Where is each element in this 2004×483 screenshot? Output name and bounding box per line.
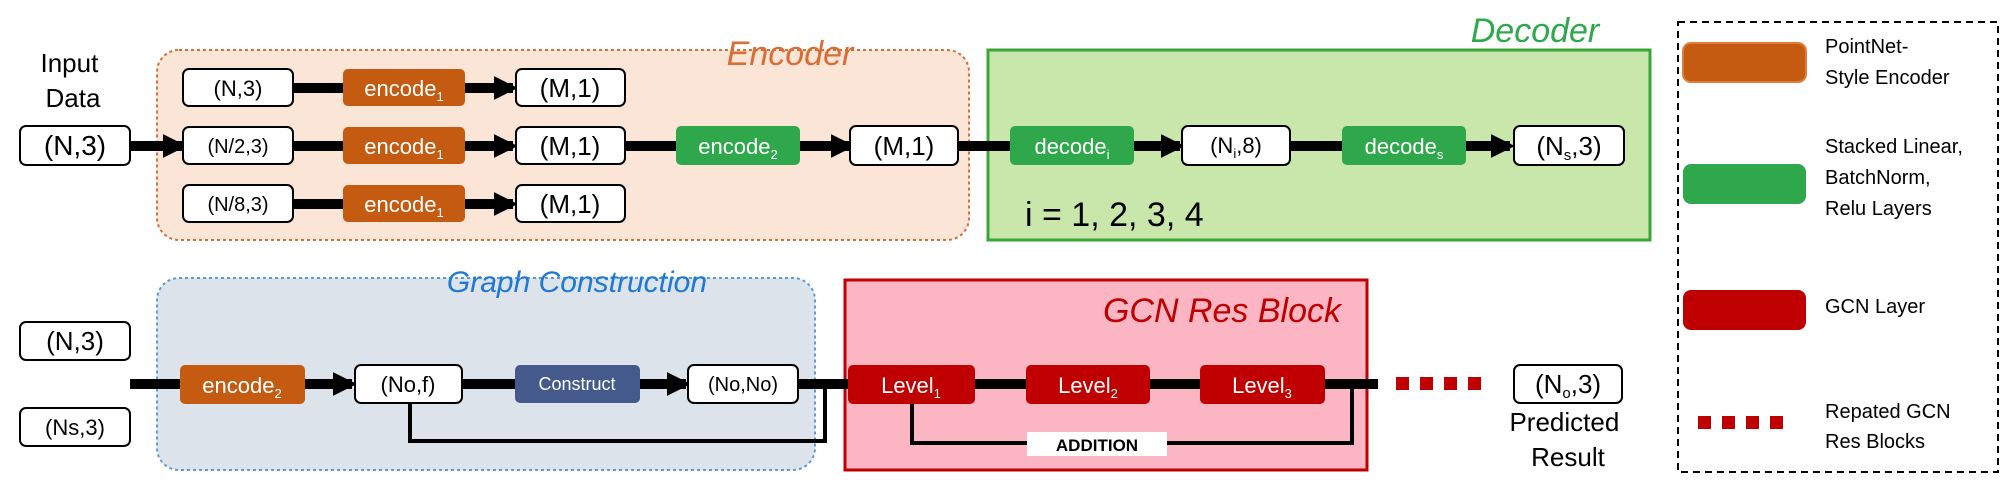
svg-text:decodei: decodei	[1034, 134, 1109, 162]
decoder-output-node: (Ns,3)	[1513, 125, 1625, 166]
svg-text:decodes: decodes	[1365, 134, 1444, 162]
construct-block: Construct	[515, 365, 640, 403]
input-node: (N,3)	[19, 125, 131, 166]
svg-text:Level1: Level1	[881, 373, 941, 401]
legend-item-dense: Stacked Linear, BatchNorm, Relu Layers	[1683, 136, 1968, 220]
svg-text:encode2: encode2	[202, 373, 281, 401]
svg-text:(N/8,3): (N/8,3)	[207, 194, 268, 216]
svg-text:ADDITION: ADDITION	[1056, 436, 1138, 455]
encoder-row-3: (N/8,3) encode1 (M,1)	[182, 184, 626, 223]
gcn-level-3: Level3	[1200, 365, 1325, 404]
decode-i-block: decodei	[1010, 126, 1134, 165]
svg-text:(No,3): (No,3)	[1535, 369, 1601, 402]
svg-text:(N/2,3): (N/2,3)	[207, 136, 268, 158]
latent-node: (M,1)	[849, 125, 959, 166]
svg-text:Stacked Linear, BatchNor: Stacked Linear, BatchNorm, Relu Layers	[1825, 136, 1968, 220]
svg-text:encode2: encode2	[698, 134, 777, 162]
legend-item-gcn-layer: GCN Layer	[1683, 290, 1925, 330]
encoder-row-1: (N,3) encode1 (M,1)	[182, 68, 626, 107]
encoder-title: Encoder	[727, 35, 855, 73]
graph-encode2-block: encode2	[180, 365, 305, 404]
svg-text:encode1: encode1	[364, 134, 443, 162]
svg-text:Construct: Construct	[538, 374, 615, 394]
svg-text:(Ni,8): (Ni,8)	[1210, 133, 1262, 161]
graph-input-node-2: (Ns,3)	[19, 407, 131, 447]
svg-text:(No,No): (No,No)	[708, 374, 778, 396]
graph-construction-title: Graph Construction	[447, 266, 707, 299]
svg-text:GCN Layer: GCN Layer	[1825, 296, 1925, 318]
svg-text:(M,1): (M,1)	[540, 73, 601, 103]
svg-text:(M,1): (M,1)	[540, 131, 601, 161]
graph-input-node-1: (N,3)	[19, 321, 131, 361]
svg-text:(N,3): (N,3)	[44, 130, 106, 161]
svg-text:(Ns,3): (Ns,3)	[1536, 131, 1601, 164]
encoder-connectors	[130, 75, 1515, 217]
decoder-iteration-note: i = 1, 2, 3, 4	[1025, 196, 1204, 234]
svg-text:encode1: encode1	[364, 76, 443, 104]
svg-text:(N,3): (N,3)	[214, 76, 263, 101]
input-label: Input Data	[40, 48, 105, 113]
feature-node: (No,f)	[354, 364, 463, 404]
encode2-block: encode2	[676, 126, 800, 165]
encoder-row-2: (N/2,3) encode1 (M,1)	[182, 126, 626, 165]
svg-text:(No,f): (No,f)	[381, 372, 436, 397]
svg-text:Level2: Level2	[1058, 373, 1118, 401]
decode-s-block: decodes	[1342, 126, 1466, 165]
svg-text:encode1: encode1	[364, 192, 443, 220]
decoder-title: Decoder	[1471, 12, 1601, 50]
decoder-mid-node: (Ni,8)	[1181, 125, 1291, 166]
svg-text:(N,3): (N,3)	[46, 326, 104, 356]
svg-text:(M,1): (M,1)	[874, 131, 935, 161]
output-node: (No,3)	[1513, 364, 1623, 404]
svg-text:(M,1): (M,1)	[540, 189, 601, 219]
legend-box	[1677, 21, 1999, 473]
svg-text:Level3: Level3	[1232, 373, 1292, 401]
addition-label: ADDITION	[1027, 432, 1167, 456]
adjacency-node: (No,No)	[687, 364, 799, 404]
legend-item-repeat: Repated GCN Res Blocks	[1698, 401, 1956, 453]
legend-item-pointnet: PointNet- Style Encoder	[1682, 36, 1950, 89]
output-label: Predicted Result	[1509, 407, 1626, 472]
gcn-level-2: Level2	[1026, 365, 1150, 404]
gcn-level-1: Level1	[848, 365, 975, 404]
svg-text:Repated GCN Res Blocks: Repated GCN Res Blocks	[1825, 401, 1956, 453]
svg-text:(Ns,3): (Ns,3)	[45, 415, 105, 440]
svg-text:PointNet- Style Encoder: PointNet- Style Encoder	[1825, 36, 1950, 89]
graph-construction-region	[156, 277, 816, 471]
gcn-res-block-title: GCN Res Block	[1103, 292, 1343, 330]
repeat-dots	[1396, 377, 1481, 390]
